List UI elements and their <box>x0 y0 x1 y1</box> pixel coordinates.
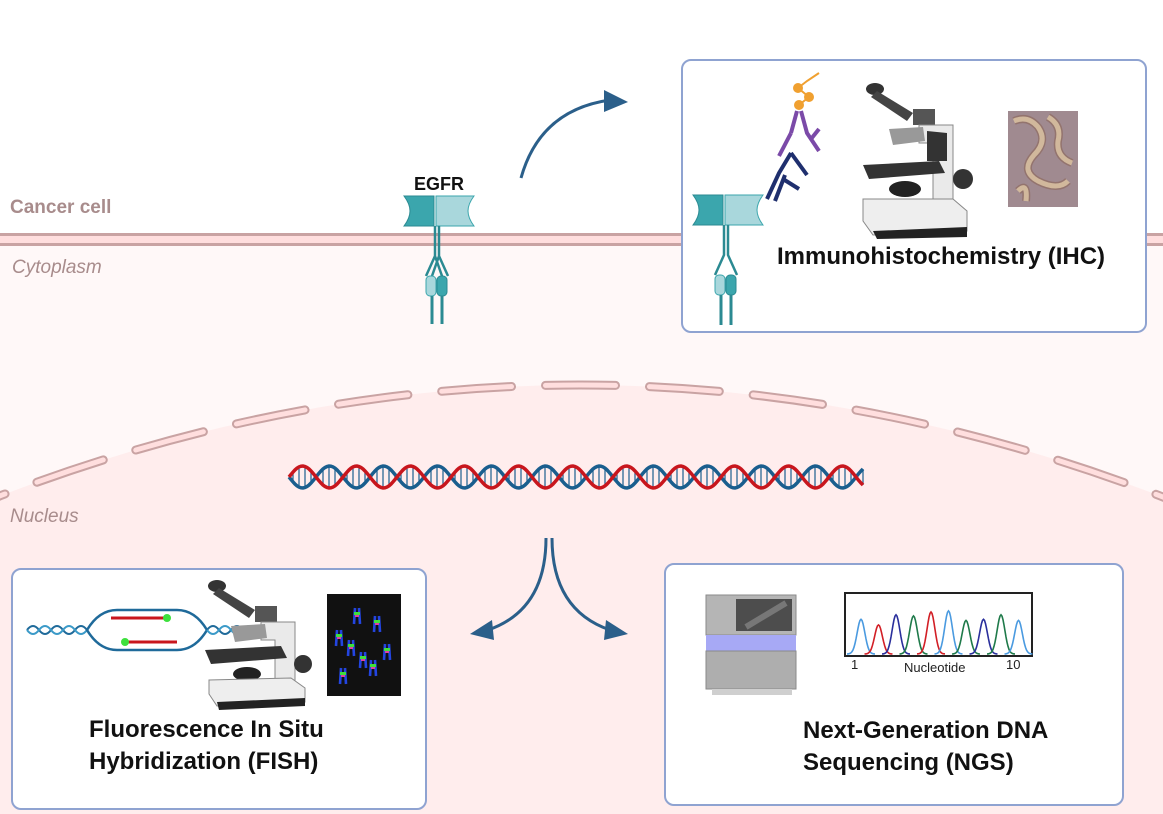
chromatogram-peak <box>899 614 928 655</box>
fluorescent-chromosomes-icon <box>327 594 401 696</box>
egfr-label: EGFR <box>414 174 465 194</box>
secondary-antibody-icon <box>777 110 821 157</box>
ihc-method-card: Immunohistochemistry (IHC) <box>681 59 1147 333</box>
nucleus-label: Nucleus <box>10 506 79 527</box>
chromatogram-peak <box>882 613 910 655</box>
dna-probe-hybridization-icon <box>26 608 256 652</box>
cell-membrane <box>0 234 1163 244</box>
fish-illustration <box>26 580 401 710</box>
arrow-to-ihc-icon <box>519 90 628 179</box>
ngs-illustration <box>705 592 1033 695</box>
chromatogram-peak <box>969 618 998 655</box>
chromosome <box>346 639 356 657</box>
membrane-inner-line <box>0 243 1163 246</box>
egfr-receptor-icon <box>692 194 764 325</box>
chromatogram-icon <box>844 592 1033 657</box>
chromatogram-axis-start: 1 <box>851 657 859 672</box>
chromatogram-axis-end: 10 <box>1006 657 1021 672</box>
ihc-illustration <box>692 72 1078 325</box>
chromatogram-peak <box>864 623 893 655</box>
dna-helix-icon <box>287 464 865 490</box>
chromosome <box>358 651 368 669</box>
dna-strand-blue <box>287 464 865 490</box>
sequencer-machine-icon <box>705 594 797 695</box>
chromatogram-peak <box>1004 619 1033 655</box>
chromosome <box>368 659 378 677</box>
arrow-to-fish-icon <box>470 537 548 640</box>
chromosome <box>372 615 382 633</box>
primary-antibody-icon <box>765 151 809 202</box>
chromatogram-axis-label: Nucleotide <box>904 660 966 675</box>
microscope-icon <box>862 83 973 239</box>
chromosome <box>382 643 392 661</box>
ngs-title-line2: Sequencing (NGS) <box>803 749 1014 776</box>
egfr-receptor-icon <box>403 195 475 324</box>
ngs-title-line1: Next-Generation DNA <box>803 717 1049 744</box>
enzyme-label-icon <box>793 72 820 110</box>
fish-title-line1: Fluorescence In Situ <box>89 716 324 743</box>
stained-tissue-icon <box>1008 111 1078 207</box>
cancer-cell-label: Cancer cell <box>10 197 112 218</box>
chromatogram-peak <box>951 619 981 655</box>
dna-strand-red <box>287 464 865 490</box>
fish-method-card: Fluorescence In Situ Hybridization (FISH… <box>11 568 427 810</box>
chromatogram-peak <box>916 610 946 655</box>
ngs-method-card: 1 Nucleotide 10 Next-Generation DNA Sequ… <box>664 563 1124 806</box>
fish-title-line2: Hybridization (FISH) <box>89 748 319 775</box>
membrane-outer-line <box>0 233 1163 236</box>
chromosome <box>352 607 362 625</box>
ihc-title: Immunohistochemistry (IHC) <box>777 243 1106 270</box>
chromosome <box>334 629 344 647</box>
nuclear-envelope-inner <box>0 382 1163 500</box>
cytoplasm-label: Cytoplasm <box>12 257 102 278</box>
arrow-to-ngs-icon <box>550 537 628 640</box>
chromosome <box>338 667 348 685</box>
microscope-icon <box>205 580 312 710</box>
